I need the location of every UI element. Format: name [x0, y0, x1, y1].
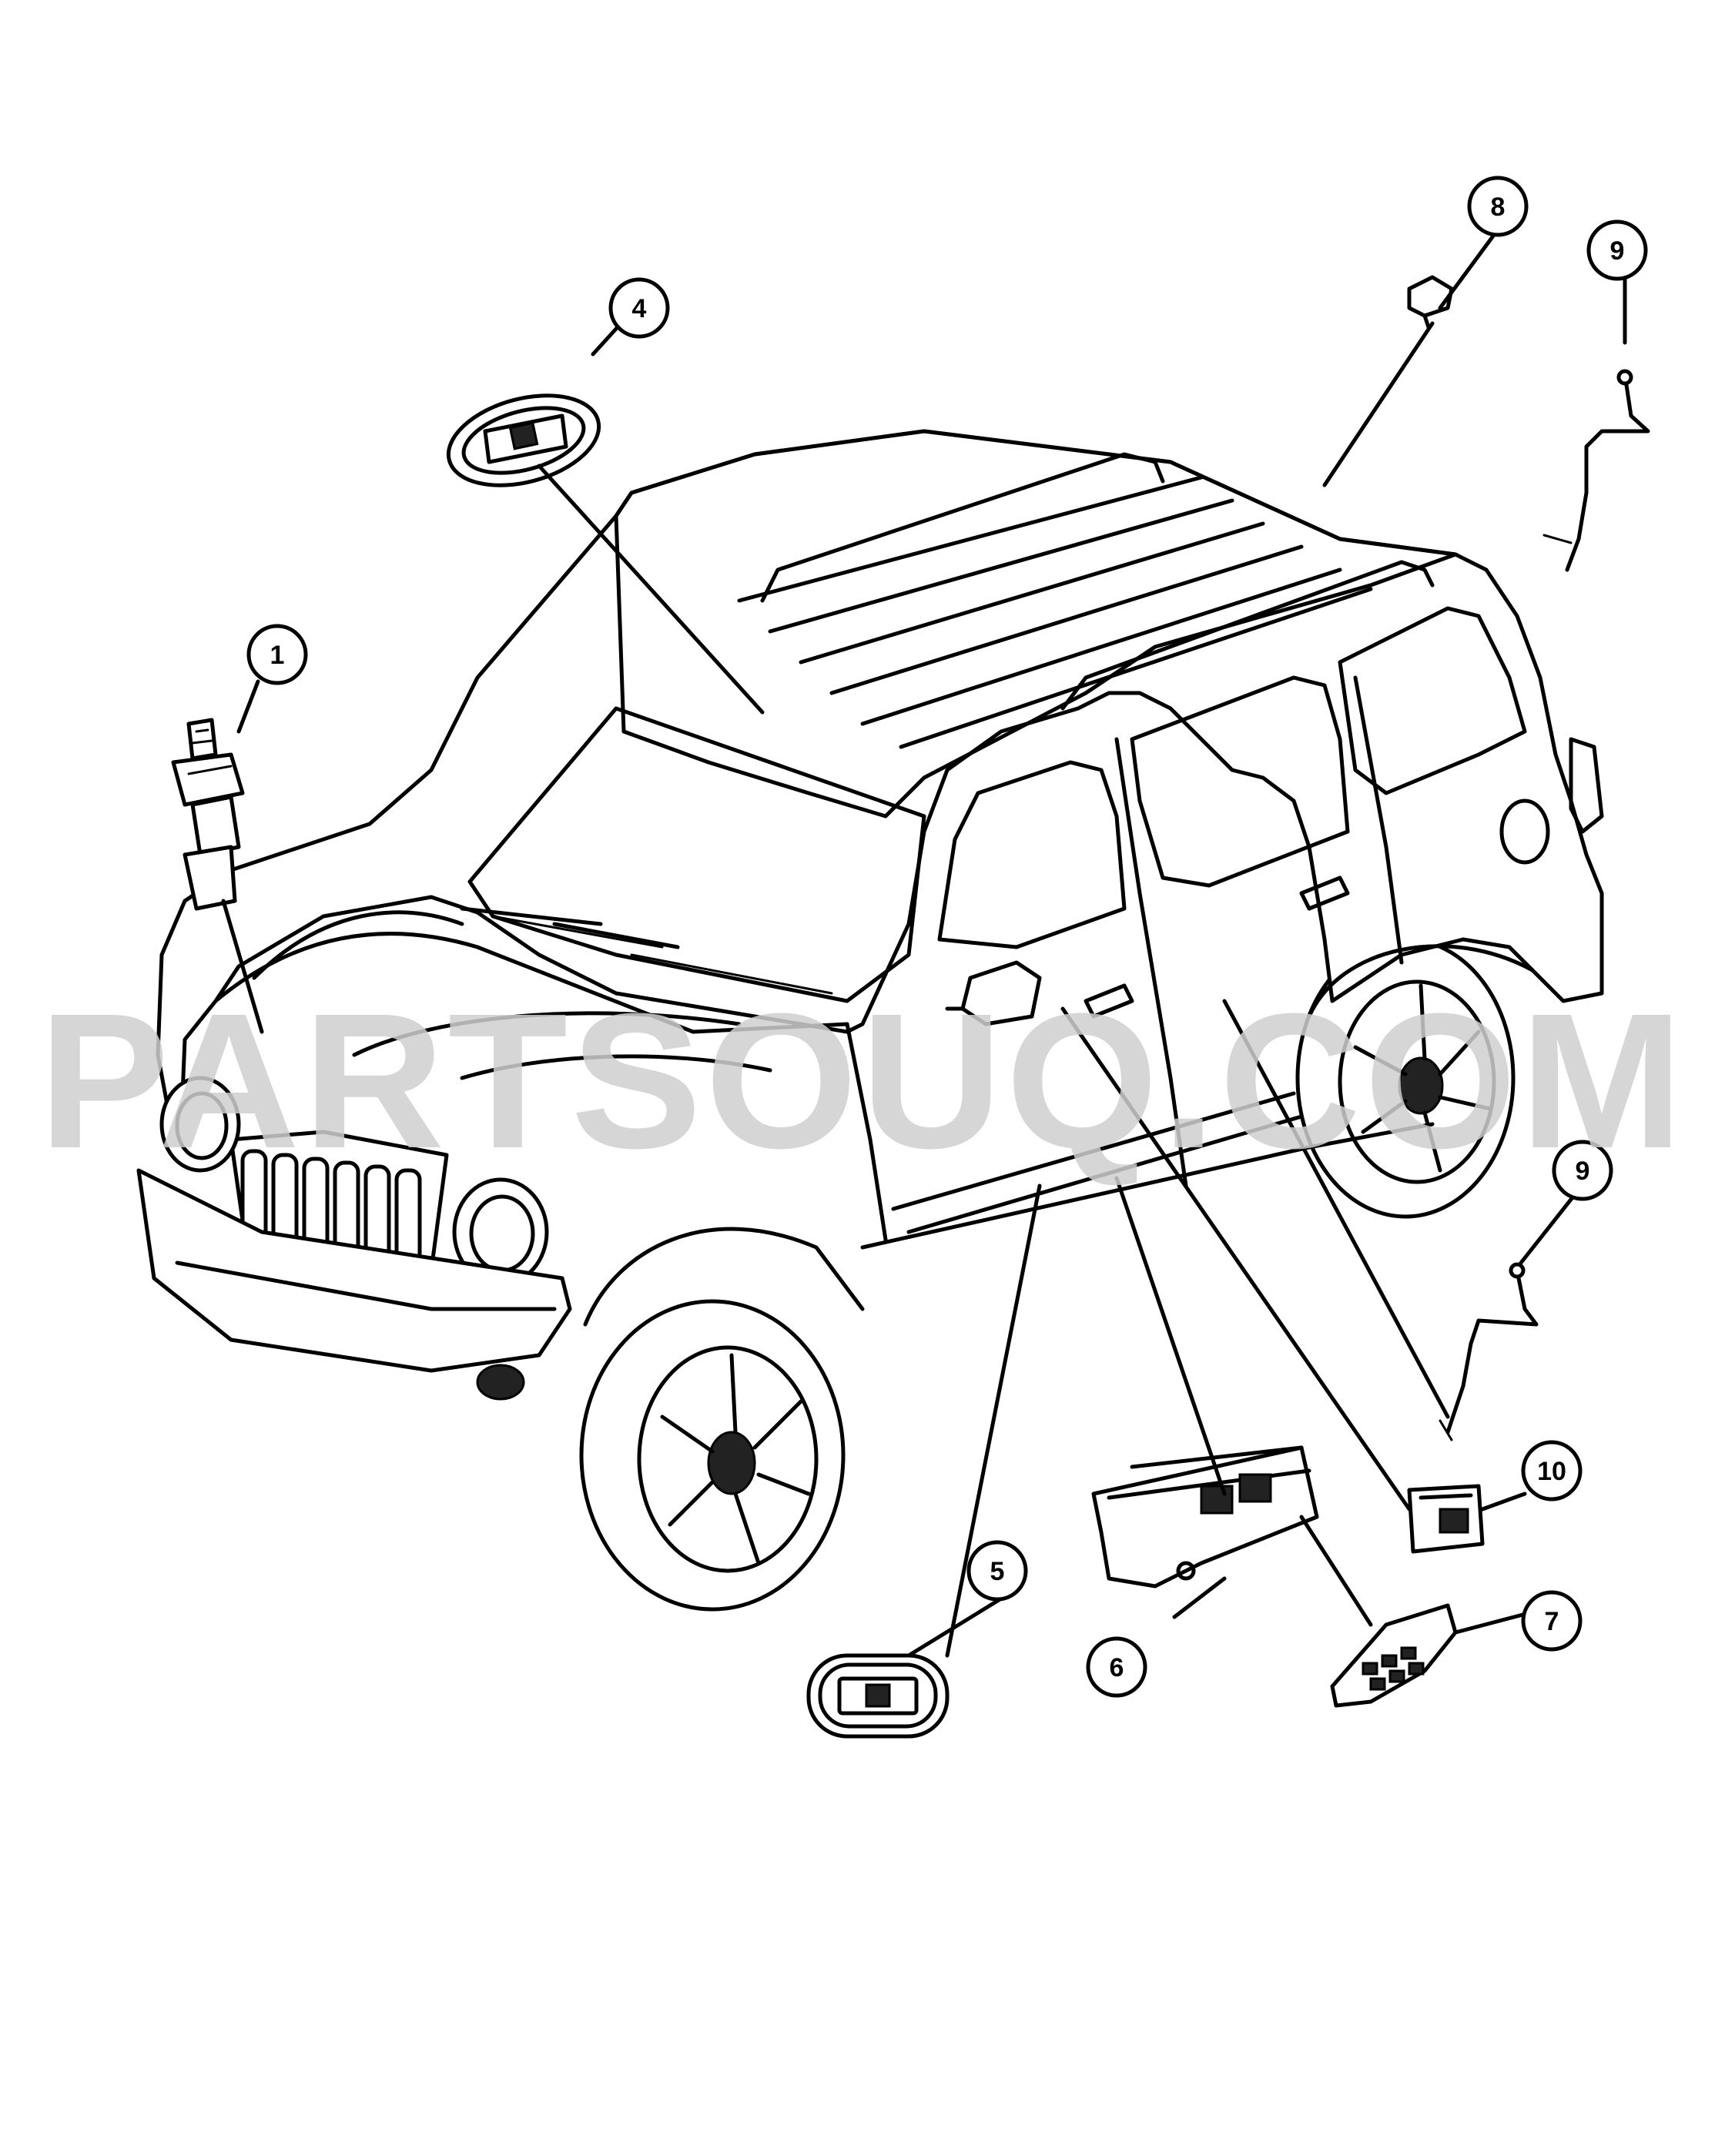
rear-door-window — [1130, 675, 1350, 888]
part-6-module — [1091, 1445, 1319, 1589]
part-7-switch-pad — [1330, 1603, 1458, 1708]
callout-7-label: 7 — [1545, 1607, 1559, 1636]
part-4-switch-bezel — [446, 393, 601, 487]
callout-4-label: 4 — [632, 294, 647, 323]
callout-9-lower-label: 9 — [1576, 1157, 1590, 1186]
callout-10-label: 10 — [1537, 1457, 1566, 1486]
callout-7: 7 — [1521, 1590, 1583, 1652]
vehicle-illustration — [136, 429, 1604, 1612]
callout-5-label: 5 — [990, 1557, 1005, 1586]
callout-9-lower: 9 — [1552, 1140, 1613, 1201]
callout-9-upper-label: 9 — [1610, 236, 1625, 266]
callout-8-label: 8 — [1491, 192, 1506, 222]
vehicle-body — [156, 429, 1604, 1134]
front-bumper — [136, 1168, 572, 1373]
roof — [614, 429, 1458, 819]
quarter-window — [1338, 606, 1527, 795]
callout-1-label: 1 — [270, 641, 285, 670]
callout-9-upper: 9 — [1586, 219, 1648, 281]
callout-6-label: 6 — [1110, 1653, 1124, 1682]
callouts: 1 4 5 6 7 8 9 9 — [246, 176, 1648, 1698]
callout-8: 8 — [1467, 176, 1529, 237]
callout-5: 5 — [966, 1540, 1028, 1602]
watermark: PARTSOUQ.COM — [39, 973, 1686, 1188]
part-5-switch-bezel — [806, 1653, 950, 1739]
part-9-tube-lower — [1439, 1262, 1539, 1441]
leader-lines — [221, 233, 1627, 1658]
windshield — [467, 706, 926, 1003]
part-10-switch — [1407, 1484, 1485, 1554]
watermark-text: PARTSOUQ.COM — [39, 973, 1686, 1188]
callout-6: 6 — [1086, 1636, 1147, 1698]
callout-10: 10 — [1521, 1440, 1583, 1502]
hood — [213, 932, 849, 1034]
front-door-window — [937, 760, 1127, 949]
part-9-tube-upper — [1542, 369, 1650, 572]
part-1-switch — [171, 718, 245, 911]
callout-4: 4 — [608, 277, 670, 339]
callout-1: 1 — [246, 624, 308, 685]
